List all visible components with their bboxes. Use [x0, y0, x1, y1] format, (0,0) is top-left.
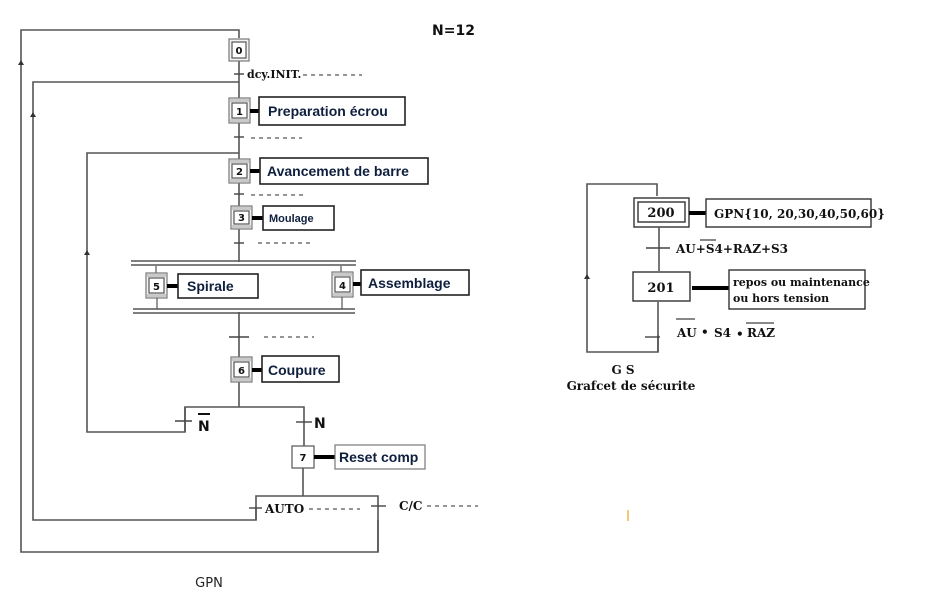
- action-label: Moulage: [269, 213, 314, 225]
- step-5[interactable]: 5: [145, 272, 168, 299]
- svg-text:RAZ: RAZ: [747, 326, 775, 340]
- gs-caption-short: G S: [611, 363, 634, 377]
- action-label-line2: ou hors tension: [733, 292, 829, 305]
- step-number: 0: [236, 46, 243, 57]
- action-avancement-de-barre: Avancement de barre: [259, 157, 429, 185]
- action-coupure: Coupure: [261, 355, 340, 383]
- action-preparation-ecrou: Preparation écrou: [258, 96, 406, 126]
- step-number: 4: [339, 281, 346, 292]
- step-6[interactable]: 6: [230, 356, 253, 383]
- transition-auto-label: AUTO: [264, 502, 304, 516]
- svg-text:AU: AU: [676, 326, 697, 340]
- action-label: Preparation écrou: [268, 103, 388, 119]
- transition-0-label: dcy.INIT.: [247, 68, 301, 81]
- arrow-up-icon: [30, 112, 36, 117]
- action-label: Coupure: [268, 362, 326, 378]
- step-3[interactable]: 3: [230, 205, 253, 230]
- step-7[interactable]: 7: [291, 445, 315, 469]
- action-moulage: Moulage: [262, 205, 335, 231]
- step-number: 1: [236, 107, 243, 118]
- gpn-grafcet: 0 dcy.INIT. 1 Preparation écrou 2: [18, 29, 478, 591]
- svg-text:S4: S4: [714, 326, 731, 340]
- action-spirale: Spirale: [177, 273, 259, 299]
- n-value-label: N=12: [432, 23, 475, 39]
- svg-text:AU+S4+RAZ+S3: AU+S4+RAZ+S3: [675, 242, 788, 256]
- step-number: 200: [647, 206, 674, 221]
- step-number: 3: [238, 213, 245, 224]
- action-gpn-forcing: GPN{10, 20,30,40,50,60}: [705, 198, 885, 228]
- action-label: GPN{10, 20,30,40,50,60}: [714, 207, 885, 221]
- arrow-up-icon: [584, 274, 590, 279]
- action-label: Assemblage: [368, 275, 451, 291]
- step-2[interactable]: 2: [228, 158, 251, 184]
- simultaneous-convergence: [133, 308, 355, 314]
- gs-grafcet: 200 GPN{10, 20,30,40,50,60} AU+S4+RAZ+S3…: [567, 183, 885, 393]
- loop-auto-to-step1: [32, 81, 257, 521]
- svg-text:•: •: [701, 325, 709, 339]
- or-divergence: [184, 406, 305, 448]
- step-1[interactable]: 1: [228, 97, 251, 124]
- action-label: Spirale: [187, 278, 234, 294]
- step-200[interactable]: 200: [633, 197, 690, 228]
- transition-200-label: AU+S4+RAZ+S3: [675, 239, 788, 256]
- step-number: 6: [238, 366, 245, 377]
- transition-201-label: AU • S4 • RAZ: [676, 318, 775, 341]
- transition-n-label: N: [314, 416, 326, 432]
- transition-cc-label: C/C: [399, 499, 422, 513]
- simultaneous-divergence: [131, 260, 356, 266]
- svg-text:•: •: [736, 327, 744, 341]
- arrow-up-icon: [84, 250, 90, 255]
- step-number: 2: [236, 167, 243, 178]
- gs-caption-long: Grafcet de sécurite: [567, 379, 696, 393]
- gpn-caption: GPN: [195, 576, 223, 591]
- action-assemblage: Assemblage: [360, 269, 470, 296]
- step-number: 7: [300, 453, 307, 464]
- step-201[interactable]: 201: [632, 271, 691, 302]
- step-number: 201: [647, 281, 674, 296]
- action-label: Reset comp: [339, 449, 418, 465]
- step-0[interactable]: 0: [228, 38, 250, 62]
- step-4[interactable]: 4: [331, 271, 354, 298]
- step-number: 5: [153, 282, 160, 293]
- arrow-up-icon: [18, 60, 24, 65]
- action-label-line1: repos ou maintenance: [733, 276, 870, 289]
- action-repos-maintenance: repos ou maintenance ou hors tension: [728, 269, 870, 310]
- action-reset-comp: Reset comp: [334, 444, 426, 470]
- action-label: Avancement de barre: [267, 163, 409, 179]
- transition-n-bar-label: N: [198, 419, 210, 435]
